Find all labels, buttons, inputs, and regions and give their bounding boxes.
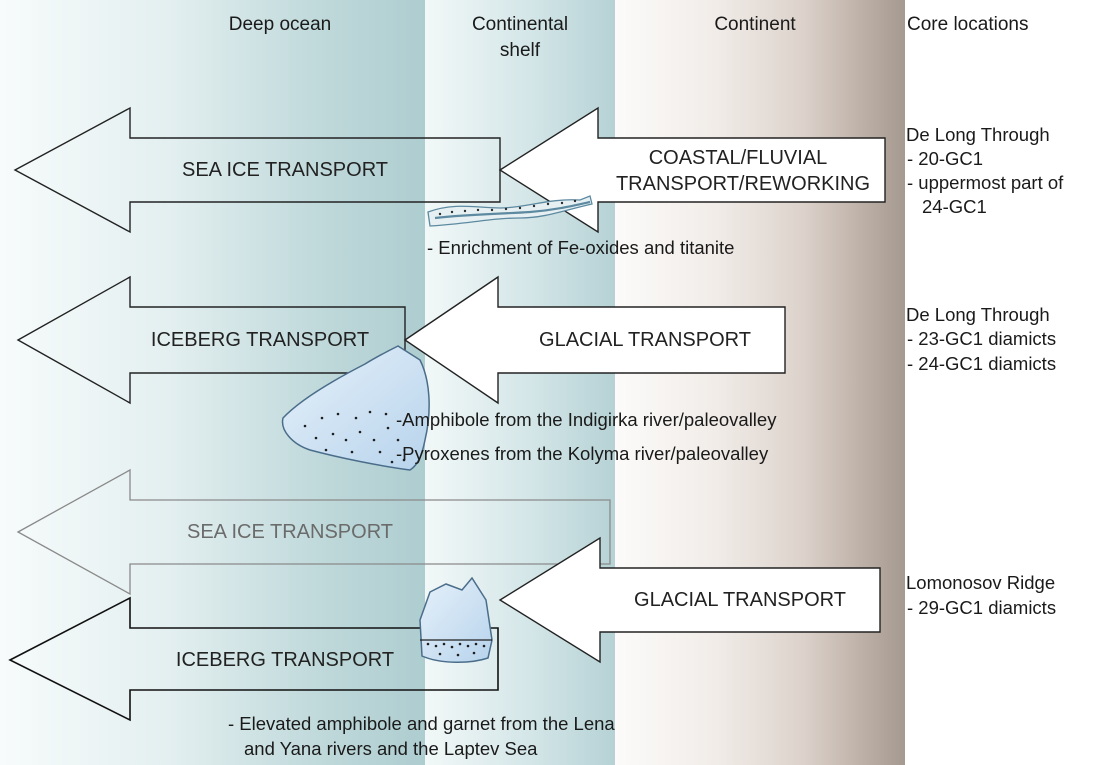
sea-ice-transport-label: SEA ICE TRANSPORT [182, 159, 388, 181]
lena-note-line1: - Elevated amphibole and garnet from the… [228, 713, 615, 734]
core-group2-item: - 24-GC1 diamicts [907, 353, 1057, 374]
core-group3-item: - 29-GC1 diamicts [907, 597, 1057, 618]
core-group3-title: Lomonosov Ridge [906, 572, 1056, 593]
iceberg-transport-arrow-lower [8, 596, 499, 722]
core-group1-item: 24-GC1 [922, 196, 987, 217]
pyroxenes-note: -Pyroxenes from the Kolyma river/paleova… [396, 443, 769, 464]
iceberg-transport-label-lower: ICEBERG TRANSPORT [175, 649, 395, 671]
continental-shelf-header-line1: Continental [471, 14, 569, 35]
glacial-transport-arrow-lower [498, 536, 881, 664]
core-locations-header: Core locations [907, 14, 1029, 35]
iceberg-upper [281, 345, 430, 471]
iceberg-lower [419, 576, 493, 664]
amphibole-note: -Amphibole from the Indigirka river/pale… [396, 409, 777, 430]
continent-header: Continent [714, 14, 796, 35]
core-group1-item: - 20-GC1 [907, 148, 984, 169]
core-group2-title: De Long Through [906, 304, 1050, 325]
sea-ice-transport-arrow-faded [16, 468, 611, 596]
fe-oxides-note: - Enrichment of Fe-oxides and titanite [427, 237, 735, 258]
sea-ice-transport-label-faded: SEA ICE TRANSPORT [187, 521, 393, 543]
core-group1-item: - uppermost part of [907, 172, 1064, 193]
core-group1-title: De Long Through [906, 124, 1050, 145]
continental-shelf-header-line2: shelf [499, 40, 541, 61]
glacial-transport-label-upper: GLACIAL TRANSPORT [539, 329, 751, 351]
glacial-transport-arrow-upper [403, 275, 786, 405]
core-group2-item: - 23-GC1 diamicts [907, 328, 1057, 349]
continent-zone [615, 0, 905, 765]
coastal-fluvial-label-line2: TRANSPORT/REWORKING [615, 173, 871, 195]
sediment-band [427, 195, 593, 227]
coastal-fluvial-label-line1: COASTAL/FLUVIAL [648, 147, 828, 169]
glacial-transport-label-lower: GLACIAL TRANSPORT [634, 589, 846, 611]
deep-ocean-header: Deep ocean [228, 14, 332, 35]
iceberg-transport-label-upper: ICEBERG TRANSPORT [150, 329, 370, 351]
coastal-fluvial-transport-arrow [498, 106, 886, 234]
core-locations-zone [905, 0, 1115, 765]
lena-note-line2: and Yana rivers and the Laptev Sea [244, 738, 538, 759]
